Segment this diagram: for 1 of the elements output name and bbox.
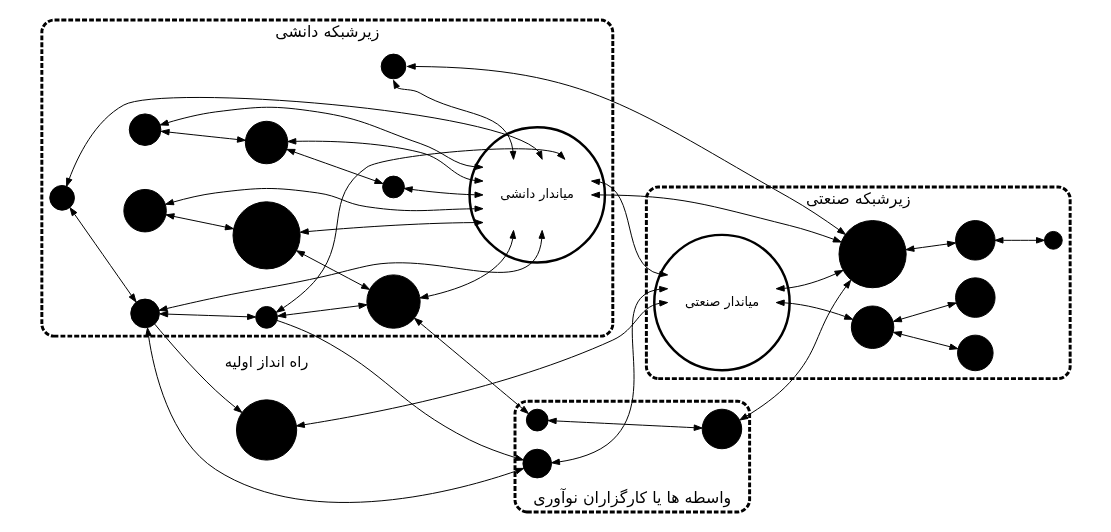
node-label: راه انداز اولیه bbox=[224, 353, 308, 371]
